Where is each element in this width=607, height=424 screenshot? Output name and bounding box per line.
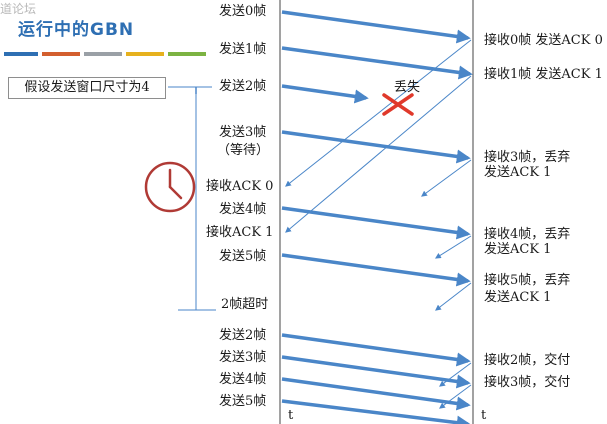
frame-arrow-1: [281, 46, 473, 80]
clock-icon: [144, 161, 196, 213]
timer-bracket: [168, 86, 216, 311]
ack-arrow-1: [285, 75, 472, 233]
ack-arrow-2: [439, 362, 472, 387]
page-title: 运行中的GBN: [18, 20, 135, 40]
frame-arrow-0: [281, 10, 471, 44]
receiver-label: 接收1帧 发送ACK 1: [484, 67, 603, 82]
sender-label: （等待）: [217, 143, 270, 158]
frame-arrow-5-resend: [281, 399, 471, 424]
sender-label: 发送2帧: [219, 79, 267, 94]
title-bar-segment: [4, 52, 38, 56]
sender-label: 发送3帧: [219, 125, 267, 140]
assumption-box: 假设发送窗口尺寸为4: [8, 77, 166, 99]
sender-label: 接收ACK 1: [206, 225, 274, 240]
ack-arrow-3: [439, 384, 472, 409]
ack-arrow-1-dup-b: [434, 235, 472, 259]
sender-label: 发送3帧: [219, 350, 267, 365]
title-bar-segment: [42, 52, 80, 56]
sender-label: 2帧超时: [221, 297, 269, 312]
sender-label: 发送5帧: [219, 394, 267, 409]
frame-arrow-3-resend: [281, 355, 471, 389]
frame-arrow-5: [281, 253, 471, 287]
receiver-label: 接收3帧，交付: [484, 375, 571, 390]
ack-arrow-1-dup-c: [435, 282, 472, 311]
frame-arrow-4-resend: [281, 377, 471, 411]
title-bar-segment: [84, 52, 122, 56]
receiver-label: 接收3帧，丢弃: [484, 150, 571, 165]
lost-cross-icon: [382, 93, 414, 116]
sender-label: 发送0帧: [219, 4, 267, 19]
receiver-label: 接收4帧，丢弃: [484, 227, 571, 242]
ack-arrow-1-dup-a: [421, 159, 472, 197]
receiver-label: 发送ACK 1: [484, 290, 552, 305]
frame-arrow-2-lost: [281, 84, 369, 104]
lost-label: 丢失: [394, 80, 421, 95]
sender-label: 发送2帧: [219, 328, 267, 343]
sender-label: 发送5帧: [219, 249, 267, 264]
sender-time-axis-label: t: [288, 408, 294, 423]
receiver-label: 接收2帧，交付: [484, 353, 571, 368]
ack-arrow-0: [285, 39, 472, 187]
receiver-label: 接收5帧，丢弃: [484, 273, 571, 288]
receiver-time-axis-label: t: [481, 408, 487, 423]
receiver-label: 发送ACK 1: [484, 165, 552, 180]
title-bar-segment: [126, 52, 164, 56]
sender-label: 发送4帧: [219, 202, 267, 217]
sender-label: 接收ACK 0: [206, 179, 274, 194]
sender-label: 发送4帧: [219, 372, 267, 387]
sender-label: 发送1帧: [219, 42, 267, 57]
watermark-text: 道论坛: [0, 2, 37, 16]
frame-arrow-4: [281, 206, 471, 240]
receiver-label: 发送ACK 1: [484, 242, 552, 257]
receiver-label: 接收0帧 发送ACK 0: [484, 33, 603, 48]
title-bar-segment: [168, 52, 206, 56]
frame-arrow-3: [281, 130, 471, 164]
frame-arrow-2-resend: [281, 333, 471, 367]
